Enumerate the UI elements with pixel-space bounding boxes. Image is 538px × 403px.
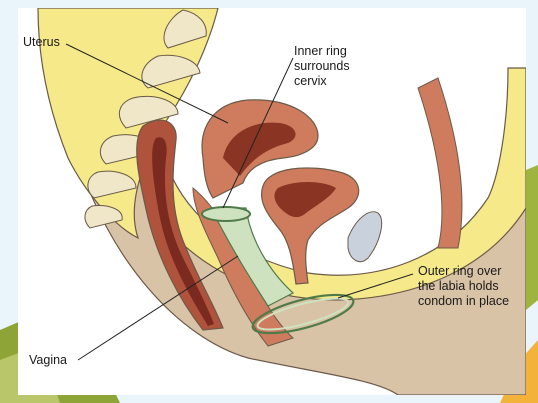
slide-green-shape-right (526, 165, 538, 310)
uterus-label: Uterus (23, 35, 60, 50)
outer-ring-label-line-2: the labia holds (418, 279, 509, 294)
outer-ring-label: Outer ring over the labia holds condom i… (418, 264, 509, 309)
inner-ring-label-line-2: surrounds (294, 59, 350, 74)
anatomy-illustration (18, 8, 526, 395)
abdominal-wall (418, 78, 462, 248)
inner-ring-label-line-1: Inner ring (294, 44, 350, 59)
uterus-label-text: Uterus (23, 35, 60, 50)
vagina-label: Vagina (29, 353, 67, 368)
pubic-bone (348, 212, 382, 262)
inner-ring (202, 207, 250, 221)
diagram-panel: Uterus Inner ring surrounds cervix Outer… (18, 8, 526, 395)
outer-ring-label-line-3: condom in place (418, 294, 509, 309)
inner-ring-label-line-3: cervix (294, 74, 350, 89)
outer-ring-label-line-1: Outer ring over (418, 264, 509, 279)
inner-ring-label: Inner ring surrounds cervix (294, 44, 350, 89)
vagina-label-text: Vagina (29, 353, 67, 368)
